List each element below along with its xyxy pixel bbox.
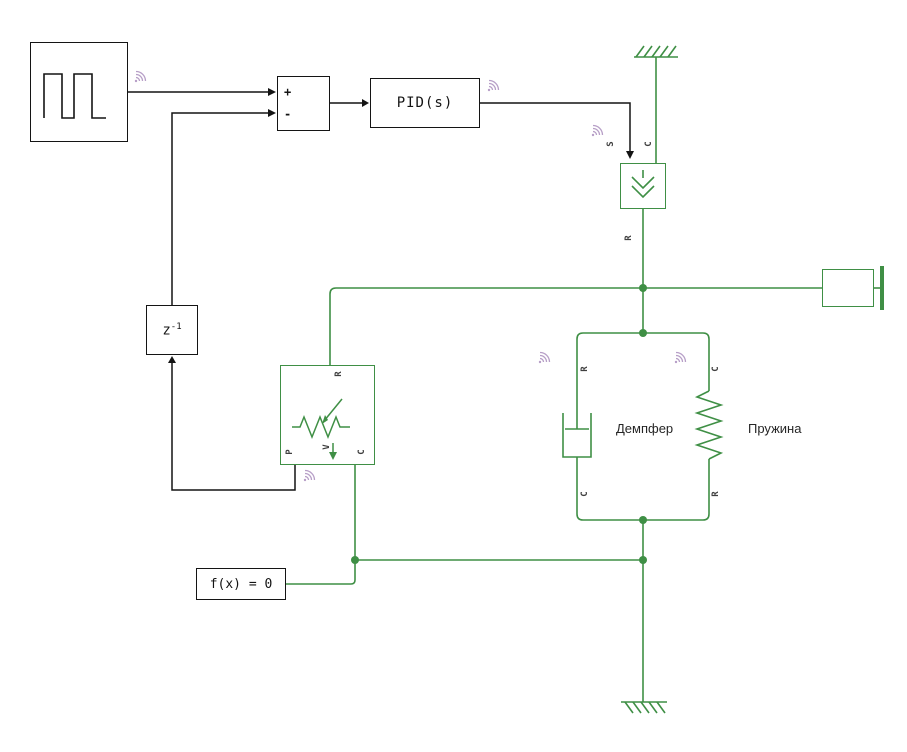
sum-plus-sign: + — [284, 85, 292, 99]
wire-sensor-to-unit-delay[interactable] — [171, 363, 296, 491]
wire-network-top-to-spring[interactable] — [643, 332, 710, 391]
port-label-c: C — [711, 366, 721, 372]
port-label-v: V — [322, 444, 332, 450]
junction-dot — [639, 516, 647, 524]
mechanical-reference-bottom[interactable] — [621, 701, 667, 714]
junction-dot — [351, 556, 359, 564]
port-label-c: C — [357, 449, 367, 455]
signal-logging-badge-icon[interactable] — [302, 469, 316, 483]
port-label-r: R — [711, 491, 721, 497]
signal-logging-badge-icon[interactable] — [133, 70, 147, 84]
force-source-block[interactable] — [620, 163, 666, 209]
square-wave-icon — [42, 72, 106, 119]
signal-logging-badge-icon[interactable] — [537, 351, 551, 365]
wire-damper-to-network-bottom[interactable] — [576, 457, 643, 521]
junction-dot — [639, 556, 647, 564]
potentiometer-icon — [292, 398, 350, 460]
port-label-c: C — [580, 491, 590, 497]
wire-solver-to-network[interactable] — [286, 560, 356, 585]
wire-node-to-sensor-r[interactable] — [329, 287, 643, 365]
mechanical-reference-top[interactable] — [634, 45, 678, 58]
solver-configuration-block[interactable]: f(x) = 0 — [196, 568, 286, 600]
sum-block[interactable]: + - — [277, 76, 330, 131]
arrowhead-icon — [362, 99, 369, 107]
port-label-r: R — [334, 371, 344, 377]
port-label-s: S — [606, 141, 616, 147]
port-label-c: C — [644, 141, 654, 147]
unit-delay-block[interactable]: z-1 — [146, 305, 198, 355]
spring-symbol[interactable] — [694, 390, 724, 460]
unit-delay-label: z-1 — [162, 321, 182, 339]
junction-dot — [639, 284, 647, 292]
signal-logging-badge-icon[interactable] — [590, 124, 604, 138]
pulse-generator-block[interactable] — [30, 42, 128, 142]
sum-minus-sign: - — [284, 107, 292, 121]
signal-logging-badge-icon[interactable] — [673, 351, 687, 365]
wire-network-top-to-damper[interactable] — [576, 332, 643, 429]
arrowhead-icon — [268, 109, 276, 117]
spring-caption: Пружина — [748, 421, 802, 436]
arrowhead-icon — [168, 356, 176, 363]
pid-label: PID(s) — [396, 95, 454, 111]
wire-pid-to-force-source[interactable] — [480, 102, 631, 151]
motion-sensor-block[interactable] — [280, 365, 375, 465]
damper-caption: Демпфер — [616, 421, 674, 436]
pid-controller-block[interactable]: PID(s) — [370, 78, 480, 128]
wire-spring-to-network-bottom[interactable] — [643, 459, 710, 521]
solver-label: f(x) = 0 — [209, 576, 273, 592]
wire-unit-delay-to-sum[interactable] — [171, 112, 268, 305]
port-label-p: P — [285, 449, 295, 455]
mass-block[interactable] — [822, 269, 874, 307]
port-label-r: R — [580, 366, 590, 372]
arrowhead-icon — [268, 88, 276, 96]
signal-logging-badge-icon[interactable] — [486, 79, 500, 93]
port-label-r: R — [624, 235, 634, 241]
arrowhead-icon — [626, 151, 634, 159]
junction-dot — [639, 329, 647, 337]
double-chevron-down-icon — [631, 170, 655, 199]
mass-anchor-icon[interactable] — [874, 266, 884, 310]
